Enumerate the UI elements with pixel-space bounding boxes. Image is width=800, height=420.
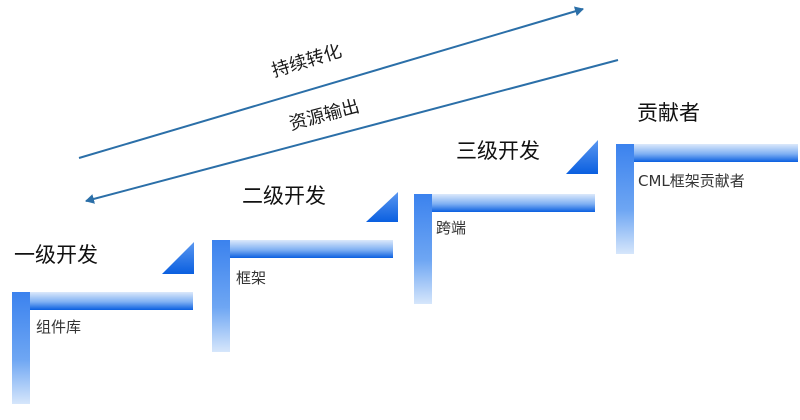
step-corner-triangle-2 (366, 192, 398, 222)
level-2-title: 二级开发 (242, 184, 326, 208)
level-1-title: 一级开发 (14, 243, 98, 267)
level-3-item: 跨端 (436, 219, 466, 237)
upper-arrow (78, 6, 584, 159)
step-corner-triangle-1 (162, 242, 194, 274)
step-level-3 (414, 194, 595, 304)
step-level-2 (212, 240, 393, 352)
level-1-item: 组件库 (36, 318, 81, 336)
level-4-title: 贡献者 (637, 101, 700, 125)
level-2-item: 框架 (236, 269, 266, 287)
level-4-item: CML框架贡献者 (638, 172, 745, 190)
lower-arrow (85, 59, 619, 204)
upper-arrow-label: 持续转化 (269, 41, 344, 82)
step-level-1 (12, 292, 193, 404)
level-3-title: 三级开发 (456, 139, 540, 163)
step-level-4 (616, 144, 798, 254)
step-corner-triangle-3 (566, 140, 598, 174)
lower-arrow-label: 资源输出 (287, 96, 362, 135)
